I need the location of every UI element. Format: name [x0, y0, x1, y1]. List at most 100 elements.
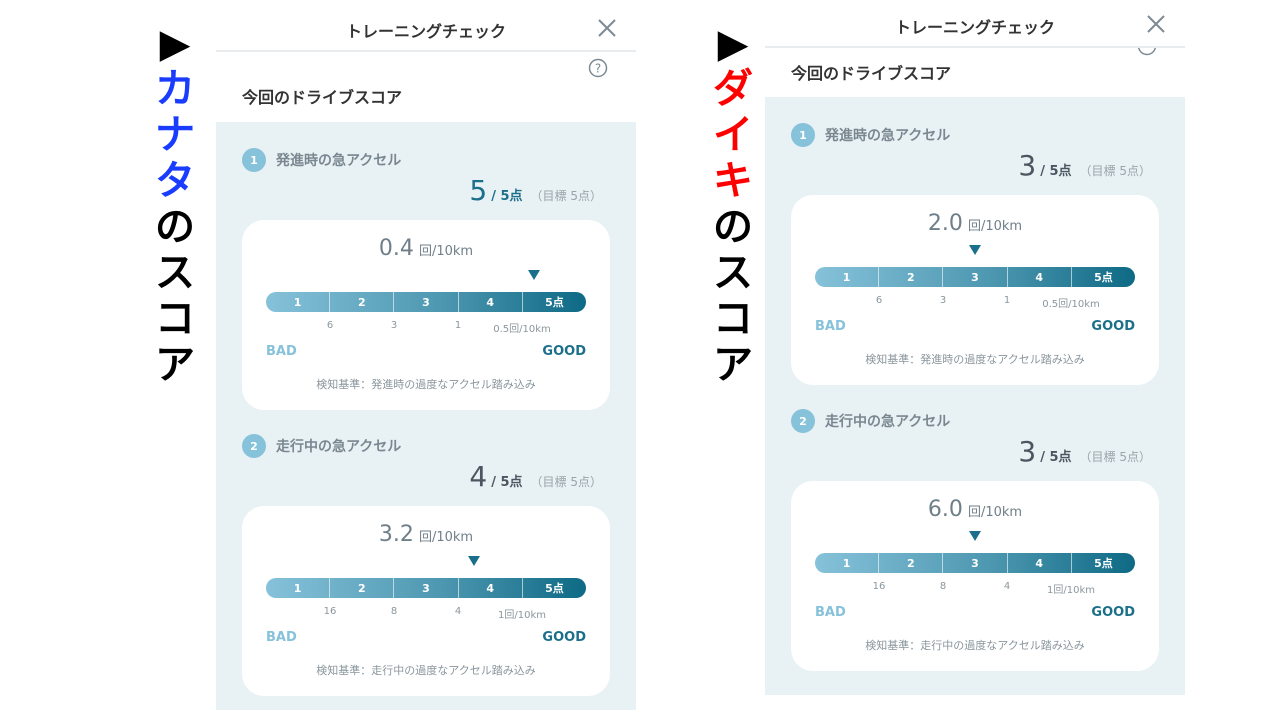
item-number-badge: 1	[791, 123, 815, 147]
detection-criteria: 検知基準：走行中の過度なアクセル踏み込み	[316, 664, 536, 677]
label-char: ア	[155, 342, 195, 388]
item-name: 走行中の急アクセル	[276, 439, 402, 455]
tick-label: 8	[939, 581, 947, 592]
item-name: 走行中の急アクセル	[825, 414, 951, 430]
tick-label: 16	[872, 581, 886, 592]
measured-unit: 回/10km	[418, 530, 474, 545]
score-max: / 5点	[1040, 164, 1072, 179]
tick-label: 1	[1003, 295, 1011, 306]
tick-label: 1	[454, 320, 462, 331]
bar-segment: 5点	[1094, 557, 1113, 570]
score-target: （目標 5点）	[530, 475, 602, 489]
score: 5/ 5点 （目標 5点）	[469, 174, 602, 207]
score-value: 5	[469, 174, 488, 207]
tick-label: 0.5回/10km	[493, 324, 551, 335]
header-title: トレーニングチェック	[894, 18, 1055, 37]
bar-segment: 2	[330, 578, 395, 598]
bar-segment: 2	[879, 553, 944, 573]
score: 4/ 5点 （目標 5点）	[469, 460, 602, 493]
score-target: （目標 5点）	[1079, 450, 1151, 464]
tick-label: 6	[326, 320, 334, 331]
gauge-card: 2.0 回/10km 1 2 3 4 5点 6 3 1 0.5回/10km BA…	[791, 195, 1159, 385]
bar-segment: 4	[459, 578, 523, 598]
label-char: コ	[713, 296, 753, 342]
close-icon[interactable]	[596, 17, 618, 39]
tick-label: 3	[939, 295, 947, 306]
header-title: トレーニングチェック	[345, 22, 506, 41]
side-label-daiki: ▶ ダ イ キ の ス コ ア	[708, 22, 758, 388]
bar-segment: 3	[943, 553, 1008, 573]
bar-segment: 5点	[545, 296, 564, 309]
score: 3/ 5点 （目標 5点）	[1018, 149, 1151, 182]
bad-label: BAD	[266, 630, 297, 645]
label-char: ナ	[155, 112, 195, 158]
label-char: タ	[155, 158, 195, 204]
score-bar: 1 2 3 4 5点	[266, 578, 586, 598]
item-name: 発進時の急アクセル	[276, 153, 402, 169]
tick-label: 0.5回/10km	[1042, 299, 1100, 310]
label-char: キ	[713, 158, 753, 204]
measured-unit: 回/10km	[967, 219, 1023, 234]
tick-label: 6	[875, 295, 883, 306]
item-name: 発進時の急アクセル	[825, 128, 951, 144]
threshold-ticks: 16 8 4 1回/10km	[266, 606, 586, 621]
bad-label: BAD	[266, 344, 297, 359]
label-char: ス	[155, 250, 195, 296]
score-target: （目標 5点）	[1079, 164, 1151, 178]
tick-label: 8	[390, 606, 398, 617]
bar-segment: 2	[879, 267, 944, 287]
score-bar: 1 2 3 4 5点	[266, 292, 586, 312]
gauge-card: 0.4 回/10km 1 2 3 4 5点 6 3 1 0.5回/10km BA…	[242, 220, 610, 410]
bar-segment: 4	[459, 292, 523, 312]
header: トレーニングチェック	[216, 0, 636, 52]
score-max: / 5点	[491, 189, 523, 204]
section-title: 今回のドライブスコア	[242, 88, 403, 107]
detection-criteria: 検知基準：発進時の過度なアクセル踏み込み	[316, 378, 536, 391]
measured-unit: 回/10km	[418, 244, 474, 259]
score-bar: 1 2 3 4 5点	[815, 267, 1135, 287]
position-marker-icon	[969, 531, 981, 541]
label-char: の	[713, 204, 753, 250]
label-char: コ	[155, 296, 195, 342]
bad-label: BAD	[815, 319, 846, 334]
bar-segment: 3	[943, 267, 1008, 287]
play-arrow-icon: ▶	[717, 21, 749, 67]
header: トレーニングチェック	[765, 0, 1185, 48]
item-number-badge: 1	[242, 148, 266, 172]
bad-label: BAD	[815, 605, 846, 620]
score-value: 4	[469, 460, 488, 493]
bar-segment: 3	[394, 292, 459, 312]
side-label-kanata: ▶ カ ナ タ の ス コ ア	[150, 22, 200, 388]
help-icon[interactable]: ?	[588, 58, 608, 78]
good-label: GOOD	[1091, 319, 1135, 334]
gauge-card: 3.2 回/10km 1 2 3 4 5点 16 8 4 1回/10km BAD…	[242, 506, 610, 696]
section-title: 今回のドライブスコア	[791, 64, 952, 83]
good-label: GOOD	[542, 630, 586, 645]
item-number-badge: 2	[242, 434, 266, 458]
bar-segment: 4	[1008, 553, 1072, 573]
tick-label: 16	[323, 606, 337, 617]
measured-value: 2.0	[927, 211, 963, 236]
bar-segment: 5点	[545, 582, 564, 595]
measured-value: 0.4	[378, 236, 414, 261]
measured-unit: 回/10km	[967, 505, 1023, 520]
good-label: GOOD	[542, 344, 586, 359]
score-value: 3	[1018, 149, 1037, 182]
threshold-ticks: 6 3 1 0.5回/10km	[266, 320, 586, 335]
close-icon[interactable]	[1145, 13, 1167, 35]
bar-segment: 1	[266, 578, 331, 598]
bar-segment: 5点	[1094, 271, 1113, 284]
score: 3/ 5点（目標 5点）	[1018, 435, 1151, 468]
score-target: （目標 5点）	[530, 189, 602, 203]
tick-label: 3	[390, 320, 398, 331]
label-char: の	[155, 204, 195, 250]
threshold-ticks: 6 3 1 0.5回/10km	[815, 295, 1135, 310]
score-bar: 1 2 3 4 5点	[815, 553, 1135, 573]
detection-criteria: 検知基準：発進時の過度なアクセル踏み込み	[865, 353, 1085, 366]
score-max: / 5点	[491, 475, 523, 490]
label-char: イ	[713, 112, 753, 158]
